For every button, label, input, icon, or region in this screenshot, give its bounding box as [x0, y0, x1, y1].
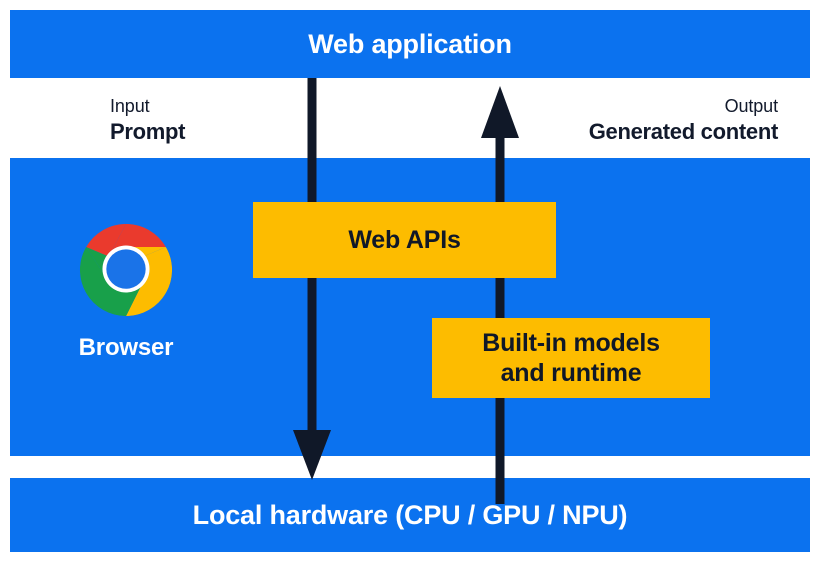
chrome-logo-icon: [79, 223, 173, 317]
output-flow-arrow-up-icon: [481, 86, 519, 504]
box-built-in-models-line1: Built-in models: [482, 328, 660, 357]
output-kicker: Output: [724, 96, 779, 116]
box-web-apis: Web APIs: [253, 202, 556, 278]
input-label-group: Input Prompt: [110, 96, 186, 145]
output-value: Generated content: [588, 119, 779, 145]
band-local-hardware: Local hardware (CPU / GPU / NPU): [10, 478, 810, 552]
band-web-application-label: Web application: [308, 28, 512, 59]
browser-label: Browser: [78, 334, 174, 361]
band-web-application: Web application: [10, 10, 810, 78]
input-flow-arrow-down-icon: [293, 78, 331, 480]
browser-mark: Browser: [62, 222, 190, 362]
box-built-in-models: Built-in models and runtime: [432, 318, 710, 398]
input-value: Prompt: [110, 119, 186, 145]
output-label-group: Output Generated content: [588, 96, 779, 145]
box-web-apis-label: Web APIs: [348, 225, 461, 254]
box-built-in-models-label: Built-in models and runtime: [482, 328, 660, 389]
input-kicker: Input: [110, 96, 150, 116]
box-built-in-models-line2: and runtime: [500, 359, 642, 387]
band-local-hardware-label: Local hardware (CPU / GPU / NPU): [192, 499, 628, 530]
